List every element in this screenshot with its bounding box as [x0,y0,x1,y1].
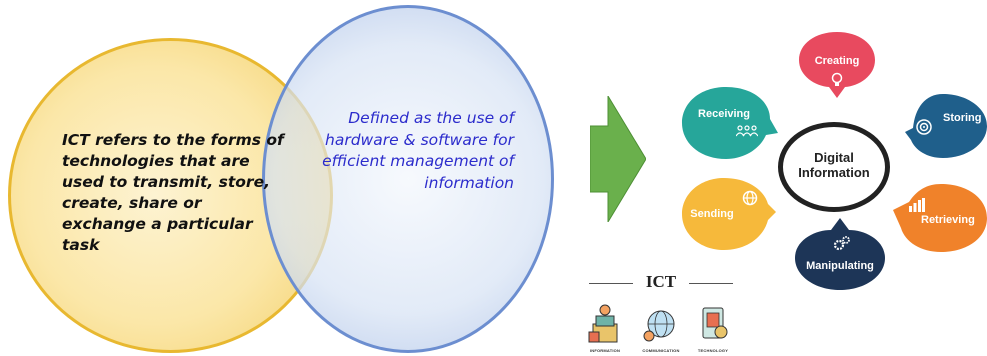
node-retrieving: Retrieving [893,182,987,254]
node-sending-label: Sending [690,208,734,220]
node-receiving-label: Receiving [698,108,750,120]
globe-icon [742,190,758,206]
hub-label: Digital Information [798,150,870,180]
ict-use-definition-text: Defined as the use of hardware & softwar… [322,109,514,192]
node-sending: Sending [680,176,776,252]
venn-circle-right [262,5,554,353]
caption-information: INFORMATION [589,348,621,353]
people-icon [736,125,758,137]
node-creating: Creating [797,30,877,100]
digital-information-hub: Digital Information [778,122,890,212]
node-storing-label: Storing [943,112,982,124]
ict-title: ICT [645,272,677,291]
node-storing: Storing [905,92,987,160]
target-icon [916,119,932,135]
communication-illustration-icon [643,310,675,342]
bar-chart-icon [909,198,925,212]
caption-technology: TECHNOLOGY [697,348,729,353]
caption-communication: COMMUNICATION [642,348,680,353]
technology-illustration-icon [702,307,728,339]
right-arrow-icon [590,96,646,222]
information-illustration-icon [588,304,618,343]
node-manipulating: Manipulating [793,218,887,292]
node-creating-label: Creating [814,55,860,67]
node-receiving: Receiving [680,85,778,161]
node-retrieving-label: Retrieving [921,214,975,226]
ict-definition-text: ICT refers to the forms of technologies … [62,131,284,254]
lightbulb-icon [831,72,843,86]
gears-icon [833,236,850,251]
ict-illustration: ICT INFORMATION COMMUNICATION TECHNOLOGY [583,268,739,356]
node-manipulating-label: Manipulating [806,260,874,272]
